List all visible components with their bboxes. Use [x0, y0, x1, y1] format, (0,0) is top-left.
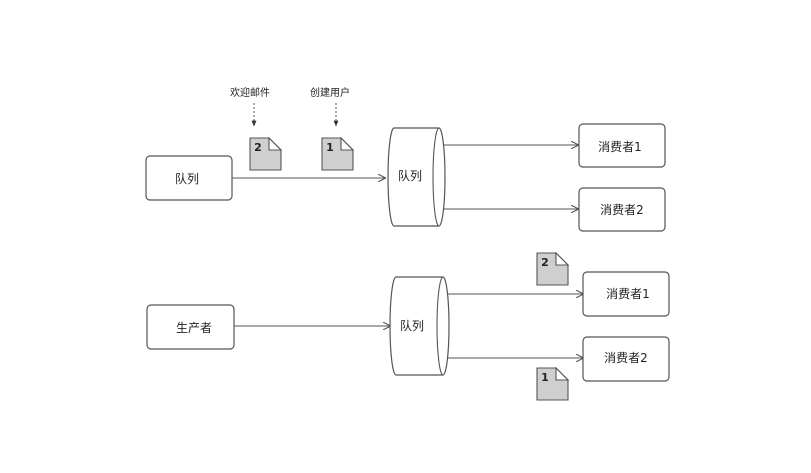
top-doc-create-user-icon: 1 — [321, 136, 355, 171]
top-doc-welcome-icon: 2 — [249, 136, 283, 171]
top-message-welcome-label: 欢迎邮件 — [230, 86, 270, 99]
bottom-doc-to-consumer1-icon: 2 — [536, 251, 570, 286]
bottom-consumer2-node: 消费者2 — [582, 336, 670, 382]
bottom-consumer1-node: 消费者1 — [582, 271, 670, 317]
top-doc-welcome-number: 2 — [254, 141, 262, 154]
top-scenario: 队列 欢迎邮件 创建用户 2 1 队列 — [145, 86, 666, 232]
top-consumer1-label: 消费者1 — [598, 140, 642, 154]
top-queue-label: 队列 — [398, 168, 422, 183]
bottom-producer-label: 生产者 — [176, 321, 212, 335]
top-doc-create-user-number: 1 — [326, 141, 334, 154]
bottom-scenario: 生产者 队列 2 1 消费者1 消费者 — [146, 251, 670, 401]
bottom-doc-to-consumer2-icon: 1 — [536, 366, 570, 401]
bottom-consumer2-label: 消费者2 — [604, 351, 648, 365]
top-source-label: 队列 — [175, 171, 199, 186]
top-message-create-user-label: 创建用户 — [310, 86, 350, 99]
bottom-doc-to-consumer2-number: 1 — [541, 371, 549, 384]
bottom-producer-node: 生产者 — [146, 304, 235, 350]
top-consumer2-node: 消费者2 — [578, 187, 666, 232]
bottom-queue-label: 队列 — [400, 318, 424, 333]
bottom-consumer1-label: 消费者1 — [606, 287, 650, 301]
top-queue-cylinder: 队列 — [387, 127, 446, 227]
top-source-node: 队列 — [145, 155, 233, 201]
top-consumer1-node: 消费者1 — [578, 123, 666, 168]
bottom-doc-to-consumer1-number: 2 — [541, 256, 549, 269]
top-consumer2-label: 消费者2 — [600, 203, 644, 217]
bottom-queue-cylinder: 队列 — [389, 276, 450, 376]
